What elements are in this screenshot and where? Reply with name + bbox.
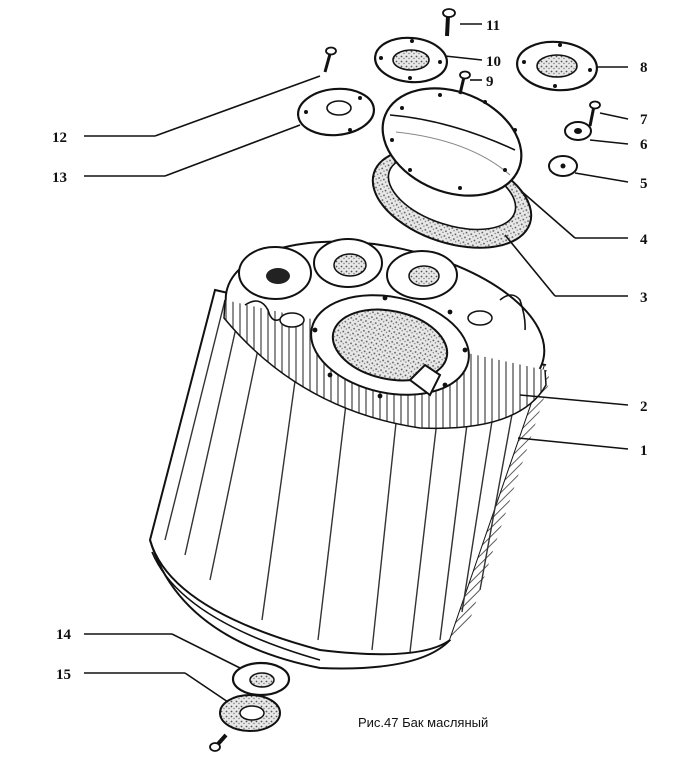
bolt-9: [458, 70, 471, 95]
callout-1: 1: [640, 443, 648, 459]
flange-8: [515, 40, 599, 92]
bolt-11: [442, 8, 456, 37]
small-plug-5: [548, 155, 578, 177]
small-washer-6: [564, 121, 592, 141]
callout-7: 7: [640, 112, 648, 128]
leader-lines: [84, 23, 629, 703]
figure-caption: Рис.47 Бак масляный: [358, 715, 488, 730]
callout-13: 13: [52, 170, 67, 186]
flange-10: [373, 36, 449, 84]
callout-15: 15: [56, 667, 71, 683]
callout-11: 11: [486, 18, 500, 34]
callout-6: 6: [640, 137, 648, 153]
drain-bolt: [209, 733, 228, 752]
callout-3: 3: [640, 290, 648, 306]
screw-7: [588, 100, 601, 127]
callout-5: 5: [640, 176, 648, 192]
bolt-12: [323, 46, 337, 73]
callout-2: 2: [640, 399, 648, 415]
callout-labels: 1 2 3 4 5 6 7 8 9 10 11 12 13 14 15: [52, 18, 648, 683]
callout-8: 8: [640, 60, 648, 76]
callout-9: 9: [486, 74, 494, 90]
drain-gasket-15: [219, 694, 281, 732]
callout-14: 14: [56, 627, 72, 643]
drain-flange-14: [231, 661, 291, 697]
callout-10: 10: [486, 54, 501, 70]
tank-top-plate: [223, 238, 547, 430]
tank-lid: [381, 87, 523, 197]
callout-4: 4: [640, 232, 648, 248]
flange-13: [296, 87, 376, 137]
callout-12: 12: [52, 130, 67, 146]
